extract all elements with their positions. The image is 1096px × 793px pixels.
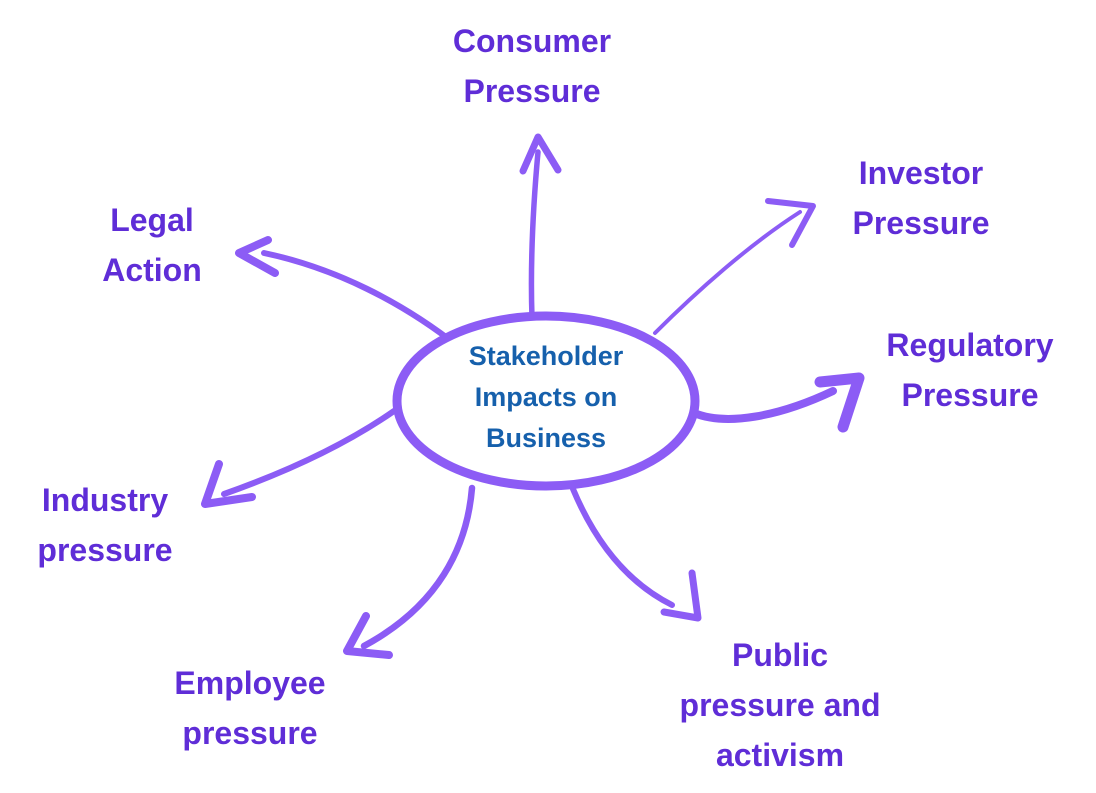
arrow-shaft <box>690 387 837 423</box>
arrow-investor-pressure <box>653 198 816 335</box>
node-label-line: Consumer <box>452 23 612 59</box>
arrowhead-icon <box>765 198 816 248</box>
node-label-line: Pressure <box>852 205 990 241</box>
arrow-shaft <box>360 484 476 650</box>
node-label-line: Action <box>102 252 202 288</box>
node-label-employee-pressure: Employee pressure <box>80 658 420 758</box>
arrow-legal-action <box>235 236 462 350</box>
center-node-ellipse <box>392 311 700 491</box>
node-label-line: pressure <box>37 532 173 568</box>
arrowhead-icon <box>660 569 702 622</box>
center-label-line: Business <box>485 423 607 453</box>
arrow-shaft <box>221 408 397 497</box>
arrow-employee-pressure <box>343 484 476 659</box>
node-label-legal-action: Legal Action <box>0 195 322 295</box>
arrowhead-icon <box>814 372 865 433</box>
center-node-label: Stakeholder Impacts on Business <box>396 336 696 459</box>
node-label-line: Pressure <box>463 73 601 109</box>
node-label-line: Regulatory <box>886 327 1054 363</box>
arrowhead-icon <box>343 612 393 659</box>
arrow-shaft <box>653 210 802 335</box>
arrowhead-icon <box>235 236 279 277</box>
arrow-industry-pressure <box>201 408 397 508</box>
arrow-regulatory-pressure <box>690 372 865 433</box>
center-label-line: Stakeholder <box>468 341 624 371</box>
node-label-regulatory-pressure: Regulatory Pressure <box>800 320 1096 420</box>
arrowhead-icon <box>519 133 562 175</box>
node-label-line: Industry <box>41 482 169 518</box>
node-label-line: Legal <box>110 202 194 238</box>
node-label-investor-pressure: Investor Pressure <box>751 148 1091 248</box>
node-label-public-pressure-activism: Public pressure and activism <box>610 630 950 780</box>
arrow-shaft <box>570 486 675 608</box>
arrow-consumer-pressure <box>519 133 562 321</box>
node-label-line: Investor <box>858 155 984 191</box>
node-label-consumer-pressure: Consumer Pressure <box>362 16 702 116</box>
node-label-line: Pressure <box>901 377 1039 413</box>
node-label-line: Employee <box>174 665 326 701</box>
arrow-public-pressure-activism <box>570 486 702 622</box>
node-label-line: pressure <box>182 715 318 751</box>
arrow-shaft <box>528 149 541 321</box>
arrow-shaft <box>261 250 462 350</box>
node-label-line: Public <box>731 637 828 673</box>
center-label-line: Impacts on <box>474 382 618 412</box>
node-label-line: activism <box>715 737 845 773</box>
arrowhead-icon <box>201 460 256 508</box>
node-label-industry-pressure: Industry pressure <box>0 475 275 575</box>
node-label-line: pressure and <box>679 687 881 723</box>
